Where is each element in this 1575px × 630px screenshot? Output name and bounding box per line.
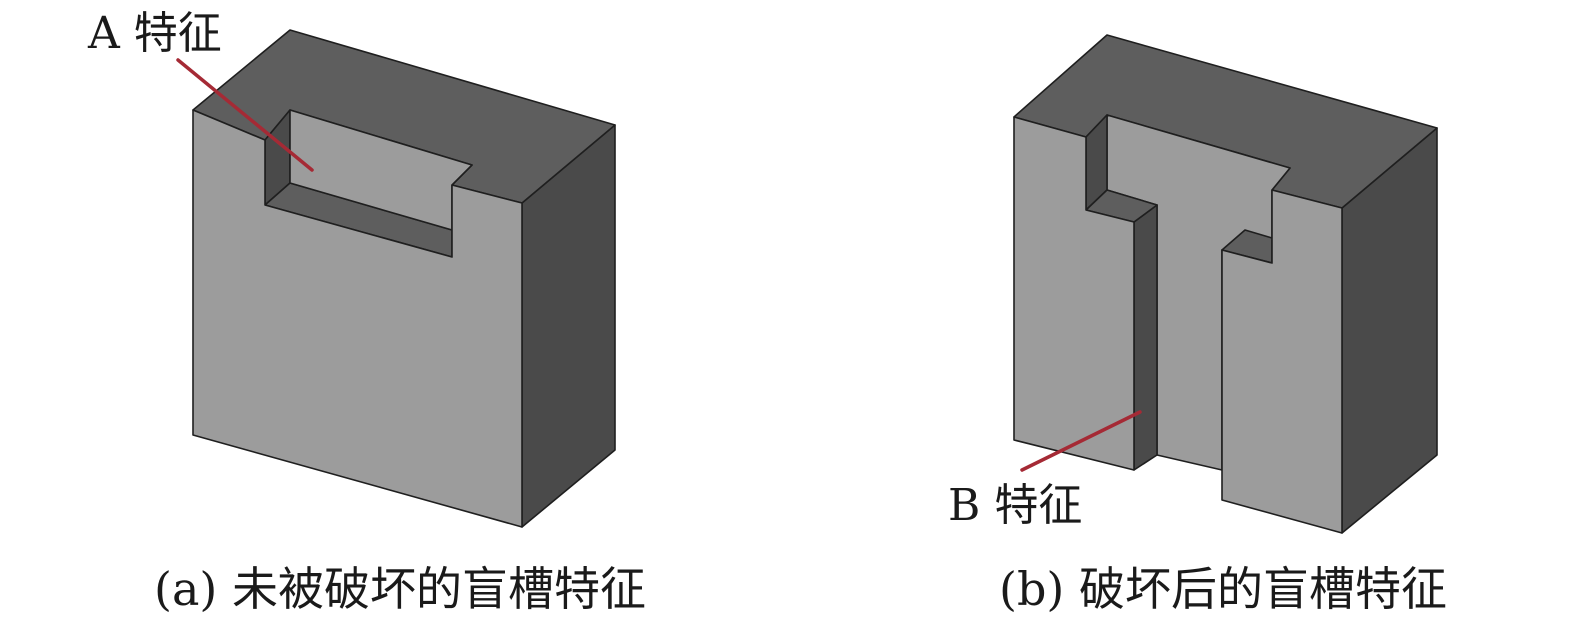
panel-a: A 特征 (a) 未被破坏的盲槽特征 <box>87 8 646 616</box>
slot-b-pillar-inner-face <box>1133 204 1158 471</box>
panel-b: B 特征 (b) 破坏后的盲槽特征 <box>948 34 1447 616</box>
block-b-right-front-face <box>1221 189 1343 534</box>
callout-b: B 特征 <box>948 480 1082 531</box>
block-b <box>1013 34 1438 534</box>
callout-a: A 特征 <box>87 8 222 59</box>
block-a <box>192 29 616 528</box>
block-b-left-front-face <box>1013 116 1135 471</box>
caption-a: (a) 未被破坏的盲槽特征 <box>154 562 646 616</box>
leader-line-b <box>1020 410 1142 472</box>
leader-line-a <box>176 58 314 172</box>
caption-b: (b) 破坏后的盲槽特征 <box>999 562 1447 616</box>
block-a-front-face <box>192 109 523 528</box>
